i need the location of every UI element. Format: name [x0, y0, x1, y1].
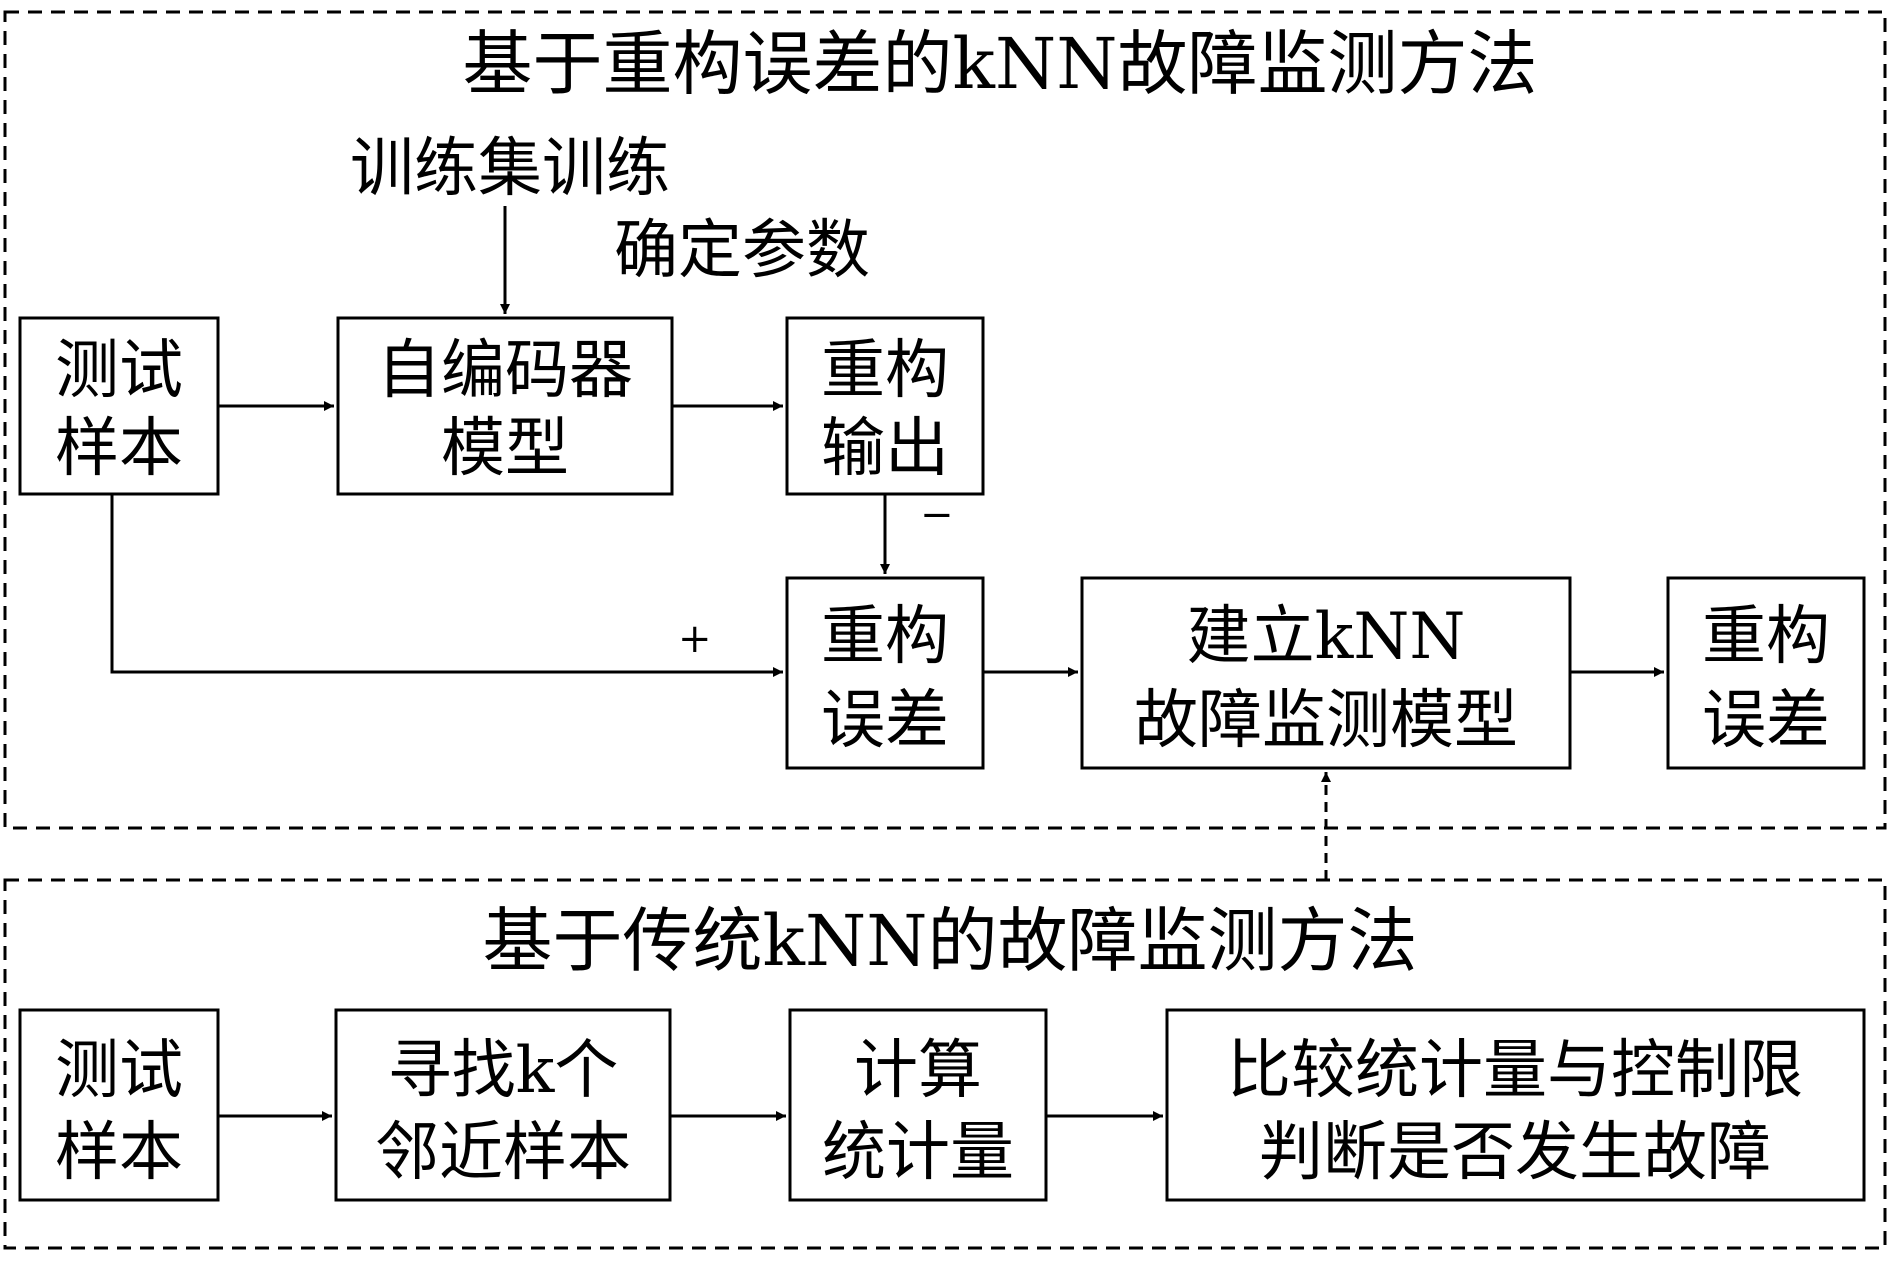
- find-neighbors-line-1: 寻找k个: [388, 1034, 619, 1108]
- top-section-title: 基于重构误差的kNN故障监测方法: [463, 23, 1538, 105]
- recon-output-line-2: 输出: [821, 412, 949, 486]
- recon-output-line-1: 重构: [821, 334, 949, 408]
- autoencoder-line-1: 自编码器: [377, 334, 633, 408]
- bottom-section-frame: [3, 878, 1887, 1250]
- compare-box: [1165, 1008, 1866, 1202]
- find-neighbors-box: [334, 1008, 672, 1202]
- autoencoder-box: [336, 316, 674, 496]
- find-neighbors-line-2: 邻近样本: [375, 1116, 631, 1190]
- build-knn-box: [1080, 576, 1572, 770]
- top-test-sample-line-1: 测试: [55, 334, 183, 408]
- compare-line-1: 比较统计量与控制限: [1227, 1034, 1803, 1108]
- test-to-error-arrow: [110, 494, 783, 677]
- recon-output-box: [785, 316, 985, 496]
- top-test-sample-line-2: 样本: [55, 412, 183, 486]
- compare-line-2: 判断是否发生故障: [1259, 1116, 1771, 1190]
- recon-error-output-line-2: 误差: [1702, 684, 1830, 758]
- compute-stat-line-1: 计算: [854, 1034, 982, 1108]
- recon-error-box: [785, 576, 985, 770]
- autoencoder-line-2: 模型: [441, 412, 569, 486]
- recon-error-line-2: 误差: [821, 684, 949, 758]
- recon-error-line-1: 重构: [821, 600, 949, 674]
- recon-error-output-box: [1666, 576, 1866, 770]
- training-note: 训练集训练: [350, 132, 670, 206]
- plus-sign: +: [678, 616, 712, 662]
- bottom-test-sample-line-1: 测试: [55, 1034, 183, 1108]
- bottom-test-sample-box: [18, 1008, 220, 1202]
- compute-stat-line-2: 统计量: [822, 1116, 1014, 1190]
- bottom-section-title: 基于传统kNN的故障监测方法: [483, 900, 1418, 982]
- bottom-test-sample-line-2: 样本: [55, 1116, 183, 1190]
- param-note: 确定参数: [614, 214, 870, 288]
- build-knn-line-2: 故障监测模型: [1134, 684, 1518, 758]
- minus-sign: −: [920, 492, 954, 538]
- top-test-sample-box: [18, 316, 220, 496]
- compute-stat-box: [788, 1008, 1048, 1202]
- build-knn-line-1: 建立kNN: [1187, 600, 1466, 674]
- recon-error-output-line-1: 重构: [1702, 600, 1830, 674]
- top-section-frame: [3, 10, 1887, 830]
